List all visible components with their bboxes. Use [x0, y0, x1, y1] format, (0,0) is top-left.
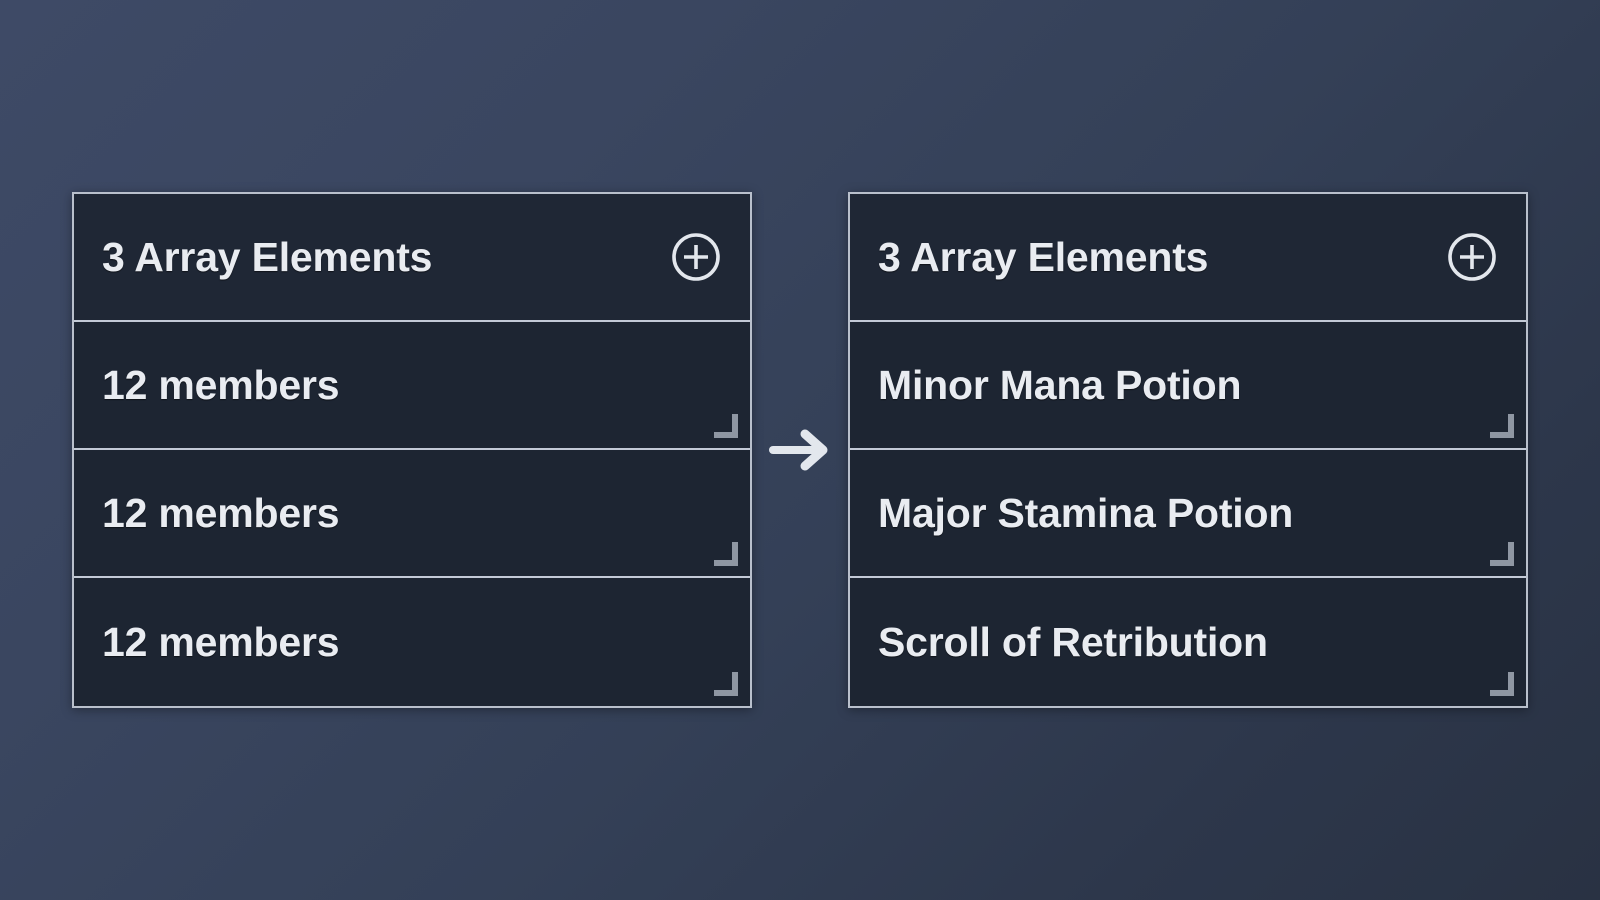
- before-row-2-label: 12 members: [102, 489, 340, 536]
- resize-handle-icon[interactable]: [714, 672, 738, 696]
- after-panel-header[interactable]: 3 Array Elements: [850, 194, 1526, 322]
- after-row-1[interactable]: Minor Mana Potion: [850, 322, 1526, 450]
- circle-plus-icon[interactable]: [670, 231, 722, 283]
- transition-arrow: [752, 386, 848, 514]
- after-row-2[interactable]: Major Stamina Potion: [850, 450, 1526, 578]
- after-panel: 3 Array Elements Minor Mana Potion Major…: [848, 192, 1528, 708]
- before-row-1[interactable]: 12 members: [74, 322, 750, 450]
- before-row-3-label: 12 members: [102, 618, 340, 665]
- resize-handle-icon[interactable]: [714, 414, 738, 438]
- resize-handle-icon[interactable]: [1490, 542, 1514, 566]
- resize-handle-icon[interactable]: [1490, 672, 1514, 696]
- after-row-1-label: Minor Mana Potion: [878, 361, 1242, 408]
- before-panel-header[interactable]: 3 Array Elements: [74, 194, 750, 322]
- circle-plus-icon[interactable]: [1446, 231, 1498, 283]
- after-row-2-label: Major Stamina Potion: [878, 489, 1294, 536]
- resize-handle-icon[interactable]: [1490, 414, 1514, 438]
- before-panel: 3 Array Elements 12 members 12 members 1…: [72, 192, 752, 708]
- resize-handle-icon[interactable]: [714, 542, 738, 566]
- before-row-1-label: 12 members: [102, 361, 340, 408]
- after-header-label: 3 Array Elements: [878, 233, 1209, 280]
- arrow-right-icon: [769, 429, 828, 471]
- after-row-3-label: Scroll of Retribution: [878, 618, 1268, 665]
- before-row-2[interactable]: 12 members: [74, 450, 750, 578]
- before-header-label: 3 Array Elements: [102, 233, 433, 280]
- after-row-3[interactable]: Scroll of Retribution: [850, 578, 1526, 706]
- before-row-3[interactable]: 12 members: [74, 578, 750, 706]
